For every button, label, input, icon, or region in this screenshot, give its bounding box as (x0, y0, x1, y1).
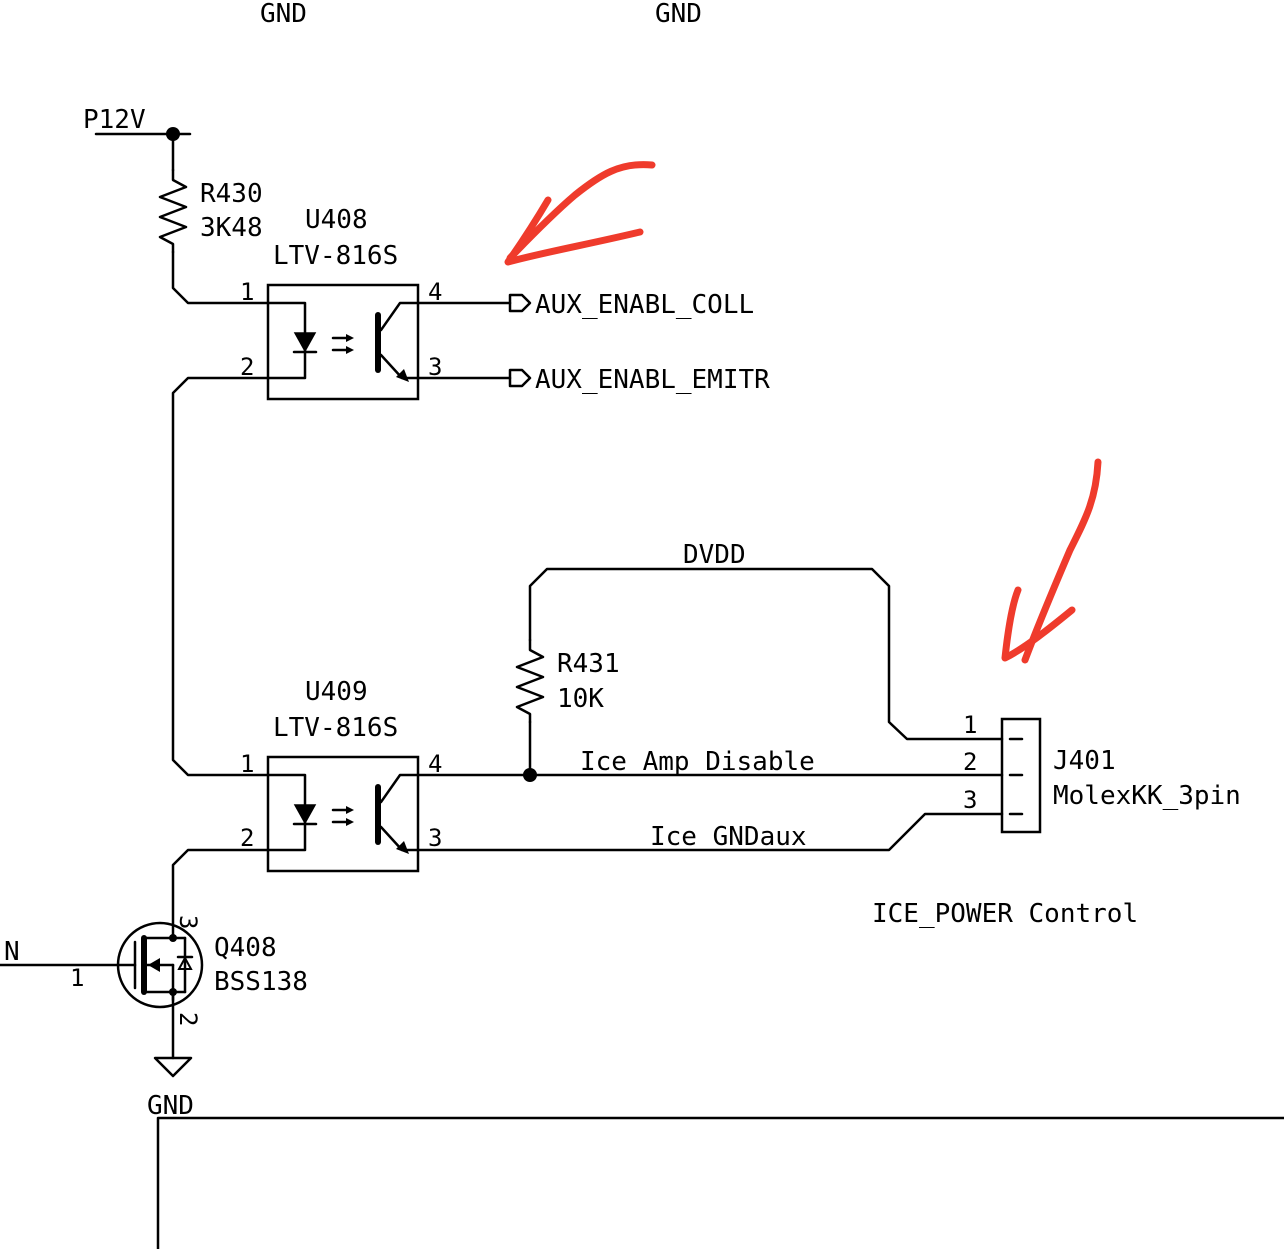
u408-part: LTV-816S (273, 241, 398, 271)
u408-pin3: 3 (428, 353, 442, 381)
red-arrow-aux-enable-icon (504, 161, 656, 266)
net-aux-enabl-coll: AUX_ENABL_COLL (416, 290, 754, 320)
u409-pin3: 3 (428, 824, 442, 852)
j401-pin1: 1 (963, 711, 977, 739)
net-ice-amp-disable: Ice_Amp_Disable (416, 747, 1004, 777)
u409-part: LTV-816S (273, 713, 398, 743)
q408-part: BSS138 (214, 967, 308, 997)
wire-u408-u409 (171, 376, 270, 777)
u408-pin4: 4 (428, 278, 442, 306)
q408-gate-net-partial: N (4, 937, 20, 967)
q408-ref: Q408 (214, 933, 277, 963)
p12v-label: P12V (83, 105, 146, 135)
aux-emitr-label: AUX_ENABL_EMITR (535, 365, 770, 395)
q408-pin-drain: 3 (174, 915, 202, 929)
p12v-net: P12V (83, 105, 192, 172)
optocoupler-u409[interactable]: U409 LTV-816S 1 2 4 3 (240, 677, 442, 873)
u408-pin2: 2 (240, 353, 254, 381)
j401-part: MolexKK_3pin (1053, 781, 1241, 811)
gnd-label-top-right: GND (655, 0, 702, 29)
net-aux-enabl-emitr: AUX_ENABL_EMITR (416, 365, 770, 395)
u408-pin1: 1 (240, 278, 254, 306)
j401-ref: J401 (1053, 746, 1116, 776)
u408-ref: U408 (305, 205, 368, 235)
mosfet-q408[interactable]: N 1 3 2 Q408 BSS138 (0, 915, 308, 1060)
resistor-r430[interactable]: R430 3K48 (158, 168, 263, 254)
u409-pin4: 4 (428, 750, 442, 778)
ice-amp-disable-label: Ice_Amp_Disable (580, 747, 815, 777)
gnd-label-top-left: GND (260, 0, 307, 29)
r430-value: 3K48 (200, 213, 263, 243)
section-title: ICE_POWER Control (872, 899, 1138, 929)
u409-ref: U409 (305, 677, 368, 707)
j401-pin2: 2 (963, 748, 977, 776)
optocoupler-u408[interactable]: U408 LTV-816S 1 2 4 3 (240, 205, 442, 401)
gnd-label: GND (147, 1091, 194, 1121)
r430-ref: R430 (200, 179, 263, 209)
dvdd-label: DVDD (683, 540, 746, 570)
u409-pin1: 1 (240, 750, 254, 778)
ice-gndaux-label: Ice_GNDaux (650, 822, 807, 852)
aux-coll-label: AUX_ENABL_COLL (535, 290, 754, 320)
sheet-border (156, 1116, 1284, 1249)
junction-dot (169, 934, 177, 942)
r431-ref: R431 (557, 649, 620, 679)
u409-pin2: 2 (240, 824, 254, 852)
q408-pin-source: 2 (174, 1012, 202, 1026)
net-ice-gndaux: Ice_GNDaux (416, 812, 1004, 852)
resistor-r431[interactable]: R431 10K (515, 638, 620, 724)
wire-u409-q408 (171, 848, 270, 940)
j401-pin3: 3 (963, 786, 977, 814)
net-dvdd: DVDD (528, 540, 1004, 741)
gnd-symbol: GND (147, 1056, 194, 1121)
wire-r430-u408 (171, 250, 270, 305)
connector-j401[interactable]: 1 2 3 J401 MolexKK_3pin (963, 711, 1241, 834)
r431-value: 10K (557, 684, 604, 714)
red-arrow-j401-icon (1001, 458, 1102, 664)
q408-pin-gate: 1 (70, 964, 84, 992)
